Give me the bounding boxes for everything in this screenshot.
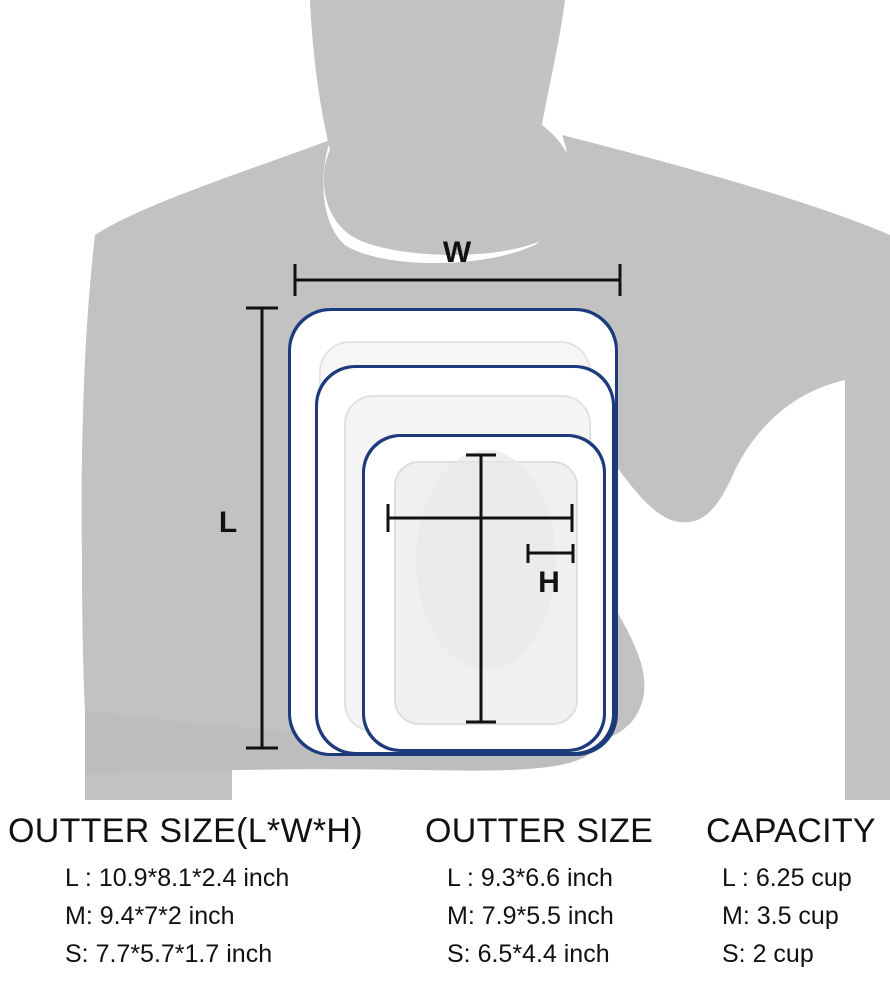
outer-size-lwh-large: L : 10.9*8.1*2.4 inch [65,864,290,892]
outer-size-medium: M: 7.9*5.5 inch [447,902,614,930]
capacity-medium: M: 3.5 cup [722,902,839,930]
width-label: W [443,236,472,269]
outer-size-lwh-small: S: 7.7*5.7*1.7 inch [65,940,273,968]
capacity-heading: CAPACITY [706,812,876,850]
outer-size-large: L : 9.3*6.6 inch [447,864,613,892]
outer-size-lwh-medium: M: 9.4*7*2 inch [65,902,235,930]
inner-width-dimension [386,504,574,532]
length-dimension [246,306,278,750]
size-table: OUTTER SIZE(L*W*H) L : 10.9*8.1*2.4 inch… [0,800,890,1000]
mannequin-head [310,0,576,255]
outer-size-small: S: 6.5*4.4 inch [447,940,610,968]
capacity-large: L : 6.25 cup [722,864,852,892]
width-dimension [293,264,622,296]
height-label: H [538,566,560,599]
inner-length-dimension [466,453,496,724]
outer-size-lwh-heading: OUTTER SIZE(L*W*H) [8,812,363,850]
dish-small [362,434,606,752]
outer-size-heading: OUTTER SIZE [425,812,654,850]
height-dimension [526,544,575,563]
length-label: L [219,506,237,539]
capacity-small: S: 2 cup [722,940,814,968]
product-figure: W L H [81,0,890,800]
